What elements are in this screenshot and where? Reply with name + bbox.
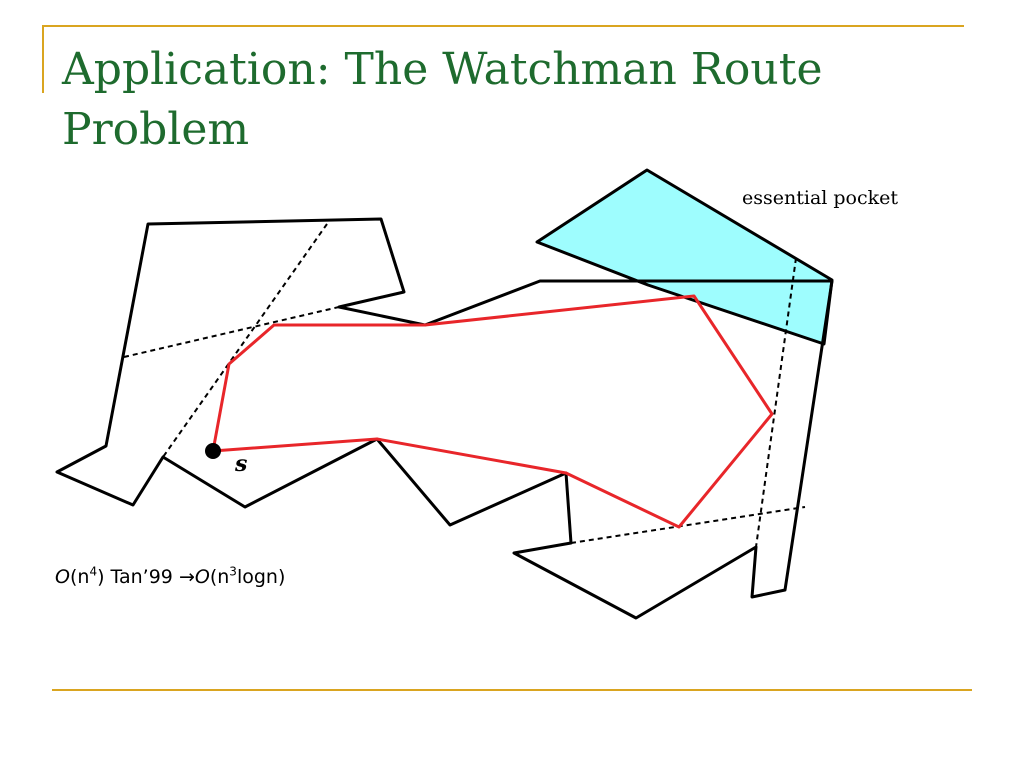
- dashed-extension: [123, 306, 340, 358]
- dashed-extensions: [123, 223, 825, 548]
- complexity-note: O(n4) Tan’99 →O(n3logn): [55, 566, 285, 588]
- top-accent-rule: [42, 25, 964, 27]
- start-point: [205, 443, 221, 459]
- bottom-accent-rule: [52, 689, 972, 691]
- slide-title: Application: The Watchman Route Problem: [62, 44, 823, 155]
- citation-text: ) Tan’99: [97, 566, 179, 588]
- dashed-extension: [647, 284, 825, 345]
- complexity-exponent: 3: [229, 564, 237, 579]
- dashed-extension: [162, 223, 328, 458]
- complexity-tail: logn): [236, 566, 286, 588]
- polygon-boundary: [55, 217, 834, 620]
- big-o-symbol: O: [194, 566, 210, 588]
- start-label: s: [234, 451, 247, 477]
- big-o-symbol: O: [55, 566, 70, 588]
- complexity-exponent: 4: [89, 564, 98, 579]
- watchman-route: [211, 294, 774, 529]
- essential-pocket-label: essential pocket: [742, 187, 898, 209]
- left-accent-rule: [42, 25, 44, 93]
- complexity-base: (n: [69, 566, 90, 588]
- complexity-base: (n: [209, 566, 230, 588]
- dashed-extension: [755, 257, 797, 548]
- dashed-extension: [570, 506, 806, 544]
- right-arrow-icon: →: [178, 566, 195, 588]
